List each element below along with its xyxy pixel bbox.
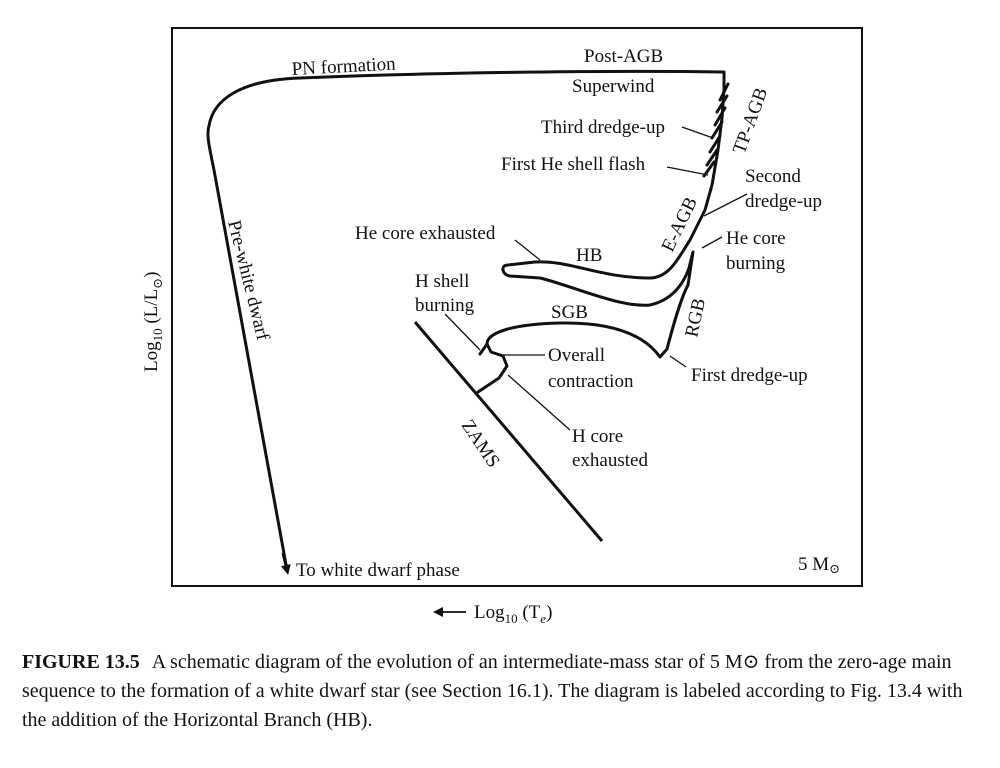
label-he-core: He core bbox=[726, 228, 786, 249]
label-first-dredge-up: First dredge-up bbox=[691, 365, 808, 386]
label-post-agb: Post-AGB bbox=[584, 46, 663, 67]
sun-symbol: ⊙ bbox=[829, 561, 840, 576]
y-axis-title: Log10 (L/L⊙) bbox=[141, 272, 165, 372]
label-tp-agb: TP-AGB bbox=[729, 85, 772, 157]
label-sgb: SGB bbox=[551, 302, 588, 323]
label-e-agb: E-AGB bbox=[658, 194, 702, 255]
zams-line bbox=[413, 321, 604, 542]
label-mass: 5 M⊙ bbox=[798, 554, 840, 576]
label-rgb: RGB bbox=[681, 296, 710, 339]
evolution-track bbox=[206, 69, 726, 572]
label-to-white-dwarf-phase: To white dwarf phase bbox=[296, 560, 460, 581]
hr-diagram: PN formation Post-AGB Superwind TP-AGB T… bbox=[141, 27, 863, 626]
label-pre-white-dwarf: Pre-white dwarf bbox=[223, 218, 273, 343]
label-third-dredge-up: Third dredge-up bbox=[541, 117, 665, 138]
label-h-shell: H shell bbox=[415, 271, 469, 292]
figure-label: FIGURE 13.5 bbox=[22, 651, 140, 673]
plot-frame bbox=[171, 27, 863, 587]
x-axis-title: Log10 (Te) bbox=[474, 602, 552, 626]
label-superwind: Superwind bbox=[572, 76, 655, 97]
label-first-he-shell-flash: First He shell flash bbox=[501, 154, 646, 175]
label-contraction: contraction bbox=[548, 371, 634, 392]
leader-first-dredge-up bbox=[669, 355, 687, 368]
leader-third-dredge-up bbox=[681, 126, 714, 139]
label-h-shell-burning: burning bbox=[415, 295, 475, 316]
label-overall: Overall bbox=[548, 345, 605, 366]
label-burning: burning bbox=[726, 253, 786, 274]
label-h-core: H core bbox=[572, 426, 623, 447]
thermal-pulse-spikes bbox=[702, 82, 730, 178]
leader-h-shell-burning bbox=[444, 313, 481, 351]
leader-second-dredge-up bbox=[703, 193, 748, 217]
figure-caption: FIGURE 13.5 A schematic diagram of the e… bbox=[22, 648, 982, 735]
label-hb: HB bbox=[576, 245, 602, 266]
label-zams: ZAMS bbox=[457, 416, 504, 472]
caption-text: A schematic diagram of the evolution of … bbox=[22, 651, 963, 731]
label-he-core-exhausted: He core exhausted bbox=[355, 223, 496, 244]
leader-h-core-exhausted bbox=[507, 374, 571, 431]
label-h-core-exhausted: exhausted bbox=[572, 450, 648, 471]
leader-he-core-exhausted bbox=[514, 239, 541, 261]
label-second: Second bbox=[745, 166, 801, 187]
leader-he-core-burning bbox=[701, 236, 723, 249]
label-dredge-up: dredge-up bbox=[745, 191, 822, 212]
leader-first-he-shell-flash bbox=[666, 166, 709, 176]
white-dwarf-arrow bbox=[280, 552, 291, 575]
